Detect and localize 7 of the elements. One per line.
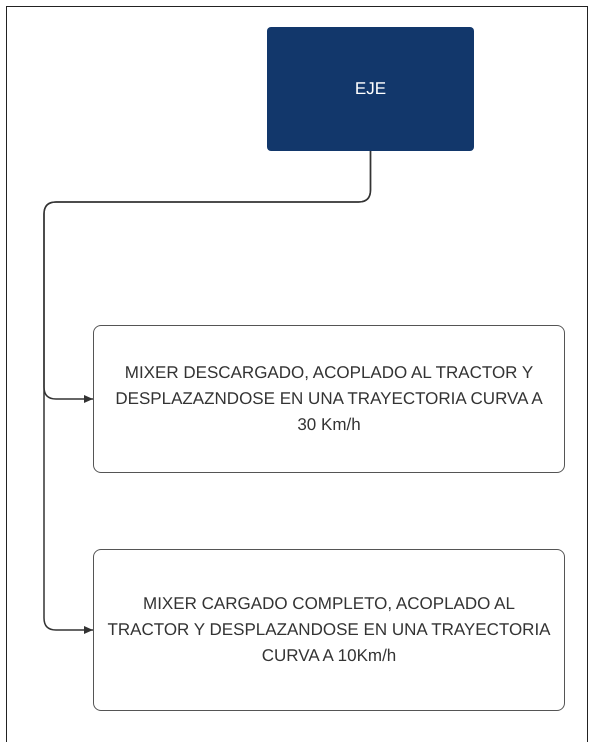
title-box [267, 27, 474, 151]
process-box [93, 549, 565, 711]
node-text: MIXER DESCARGADO, ACOPLADO AL TRACTOR Y DESPLAZAZNDOSE EN UNA TRAYECTORIA CURVA A 30 Km/h [114, 362, 544, 436]
arrow [43, 151, 372, 634]
process-box [93, 325, 565, 473]
node-text: MIXER CARGADO COMPLETO, ACOPLADO AL TRACTOR Y DESPLAZANDOSE EN UNA TRAYECTORIA CURVA A 10Km/h [106, 593, 552, 667]
node-text: EJE [354, 78, 388, 100]
